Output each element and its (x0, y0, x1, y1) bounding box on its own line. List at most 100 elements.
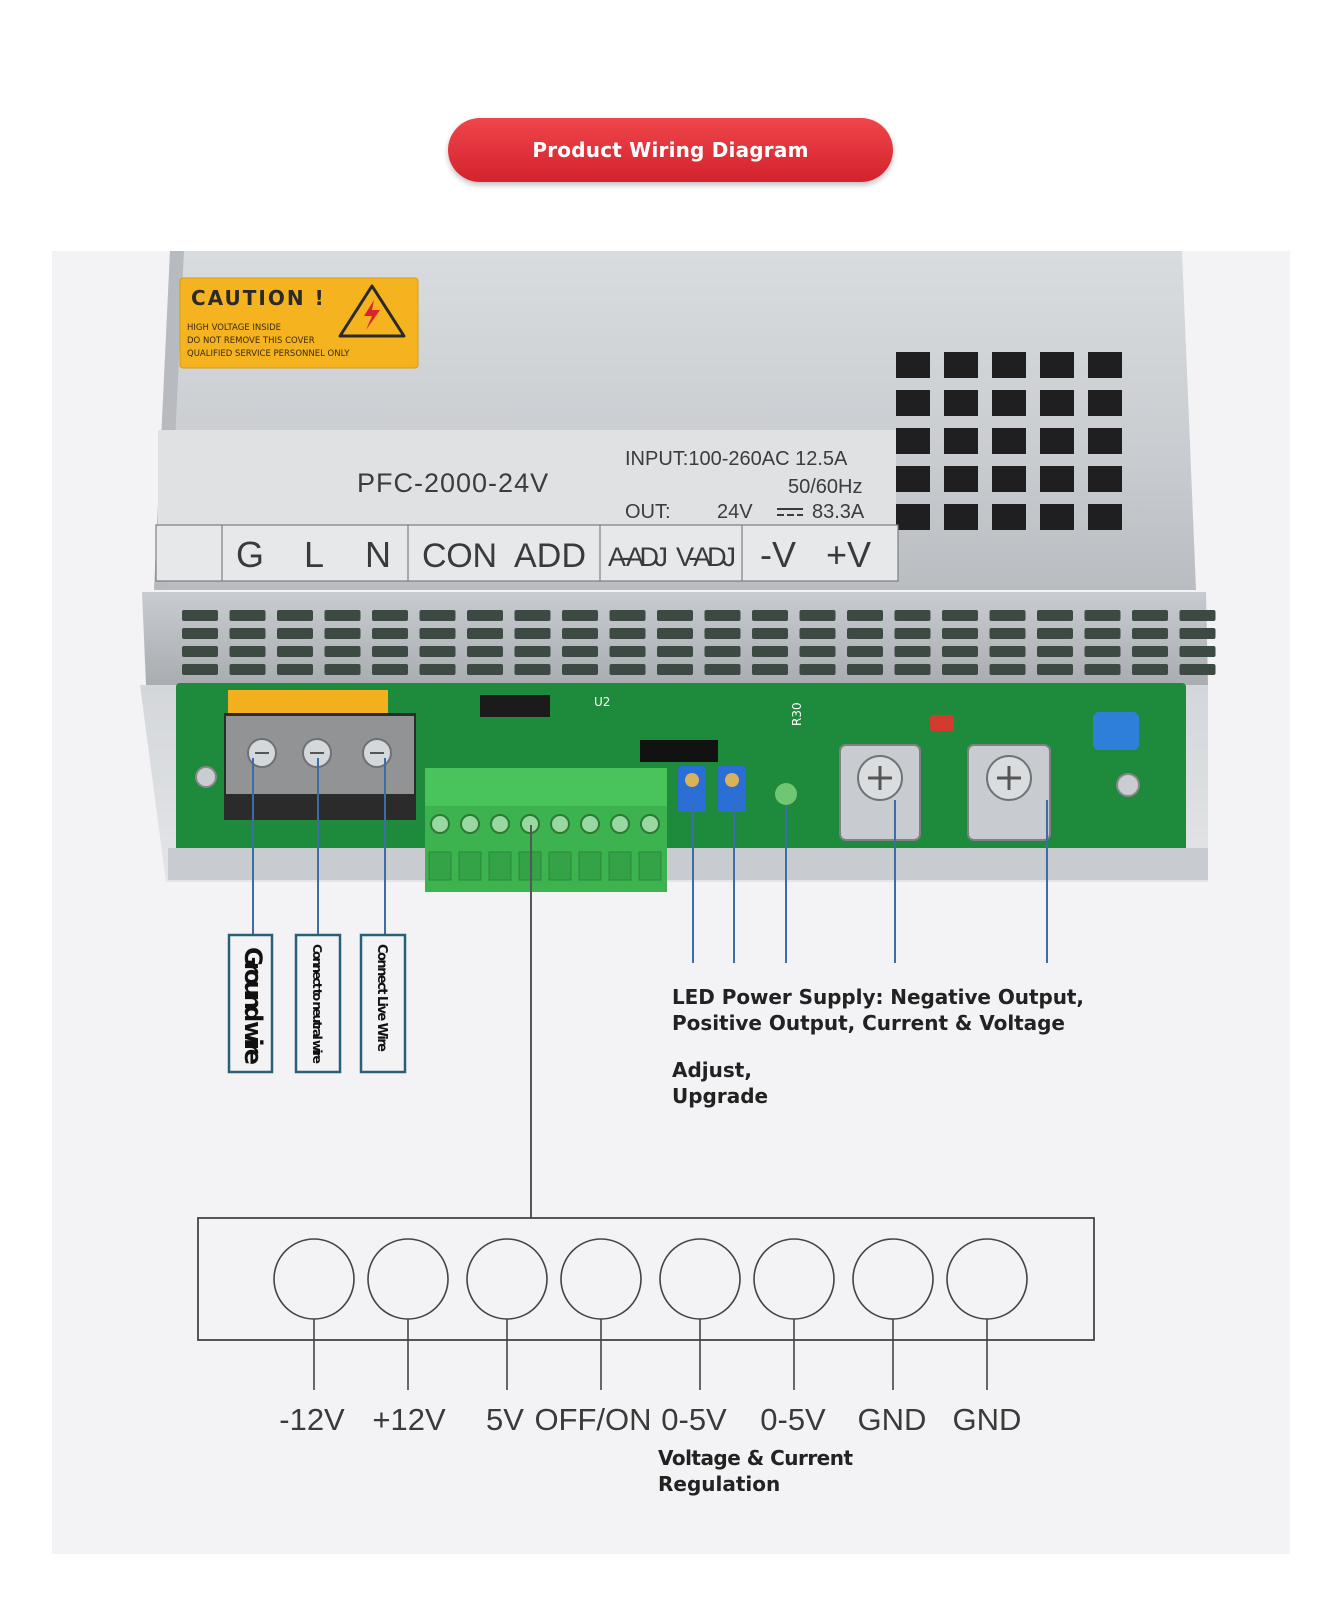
vent-slot (609, 664, 646, 675)
vent-slot (229, 646, 266, 657)
model-number: PFC-2000-24V (357, 468, 549, 498)
caution-label: CAUTION ! HIGH VOLTAGE INSIDE DO NOT REM… (179, 277, 419, 369)
vent-slot (896, 504, 930, 530)
vent-slot (1040, 428, 1074, 454)
high-voltage-warning-icon (338, 284, 406, 338)
terminal-label-neg-v: -V (760, 534, 796, 575)
output-current: 83.3A (812, 501, 865, 523)
vent-slot (514, 628, 551, 639)
vent-slot (944, 352, 978, 378)
vent-slot (514, 646, 551, 657)
vent-slot (1084, 628, 1121, 639)
caution-line-1: HIGH VOLTAGE INSIDE (187, 323, 281, 333)
vent-slot (1037, 646, 1073, 657)
vent-slot (1179, 664, 1216, 675)
pin-circle (753, 1238, 835, 1320)
pin-label: GND (953, 1402, 1022, 1437)
vent-slot (229, 664, 266, 675)
vent-slot (944, 466, 978, 492)
vent-slot (1040, 504, 1074, 530)
terminal-label-g: G (236, 534, 264, 575)
vent-slot (657, 664, 693, 675)
vent-slot (609, 610, 646, 621)
vent-slot (1084, 664, 1121, 675)
regulation-label-line-2: Regulation (658, 1472, 780, 1496)
terminal-label-strip: G L N CON ADD A-ADJ V-ADJ -V +V (155, 524, 899, 582)
vent-slot (562, 610, 598, 621)
vent-slot (847, 628, 883, 639)
vent-slot (942, 664, 978, 675)
top-vent-grid (896, 352, 1122, 530)
terminal-label-n: N (365, 534, 391, 575)
vent-slot (277, 610, 313, 621)
pin-circle (946, 1238, 1028, 1320)
vent-slot (324, 664, 361, 675)
vent-slot (704, 646, 741, 657)
terminal-label-con: CON (422, 537, 497, 575)
led-callout-line-2: Positive Output, Current & Voltage (672, 1011, 1065, 1035)
pcb-chip (480, 695, 550, 717)
led-callout: LED Power Supply: Negative Output, Posit… (672, 985, 1084, 1108)
screw-icon (610, 814, 630, 834)
pin-label: +12V (372, 1402, 446, 1437)
led-indicator (775, 783, 797, 805)
connector-cell (608, 851, 632, 881)
vent-slot (894, 664, 931, 675)
vent-slot (419, 664, 456, 675)
terminal-label-l: L (304, 534, 324, 575)
power-supply-unit: CAUTION ! HIGH VOLTAGE INSIDE DO NOT REM… (140, 251, 1216, 892)
vent-slot (989, 628, 1026, 639)
adjustment-potentiometers (678, 766, 746, 812)
vent-slot (277, 628, 313, 639)
pcb-blue-capacitor (1093, 712, 1139, 750)
pin-circle (659, 1238, 741, 1320)
vent-slot (277, 664, 313, 675)
vent-slot (1084, 646, 1121, 657)
wire-label-ground-text: Ground wire (239, 947, 267, 1065)
positive-output-terminal (967, 744, 1051, 841)
output-voltage: 24V (717, 501, 753, 523)
caution-line-2: DO NOT REMOVE THIS COVER (187, 336, 315, 346)
pin-label: 0-5V (661, 1402, 727, 1437)
vent-slot (277, 646, 313, 657)
vent-slot (752, 628, 788, 639)
vent-slot (372, 628, 408, 639)
vent-slot (1040, 352, 1074, 378)
screw-icon (580, 814, 600, 834)
front-vent-grid (182, 610, 1216, 675)
connector-cell (638, 851, 662, 881)
vent-slot (609, 646, 646, 657)
vent-slot (1088, 466, 1122, 492)
vent-slot (752, 646, 788, 657)
vent-slot (562, 646, 598, 657)
vent-slot (324, 628, 361, 639)
vent-slot (896, 466, 930, 492)
vent-slot (1037, 628, 1073, 639)
vent-slot (992, 352, 1026, 378)
caution-line-3: QUALIFIED SERVICE PERSONNEL ONLY (187, 349, 350, 359)
wire-label-neutral: Connect to neutral wire (294, 933, 342, 1074)
pcb-mark-u2: U2 (594, 695, 610, 709)
vent-slot (992, 504, 1026, 530)
vent-slot (1088, 352, 1122, 378)
vent-slot (894, 610, 931, 621)
vent-slot (467, 664, 503, 675)
vent-slot (799, 628, 836, 639)
vent-slot (1084, 610, 1121, 621)
vent-slot (372, 610, 408, 621)
vent-slot (989, 646, 1026, 657)
connector-cell (488, 851, 512, 881)
vent-slot (942, 628, 978, 639)
pin-label: -12V (279, 1402, 345, 1437)
vent-slot (1040, 466, 1074, 492)
screw-icon (490, 814, 510, 834)
vent-slot (944, 390, 978, 416)
wire-label-neutral-text: Connect to neutral wire (310, 944, 325, 1064)
screw-icon (247, 738, 392, 768)
vent-slot (942, 646, 978, 657)
vent-slot (514, 610, 551, 621)
vent-slot (799, 646, 836, 657)
vent-slot (657, 646, 693, 657)
vent-slot (182, 610, 218, 621)
